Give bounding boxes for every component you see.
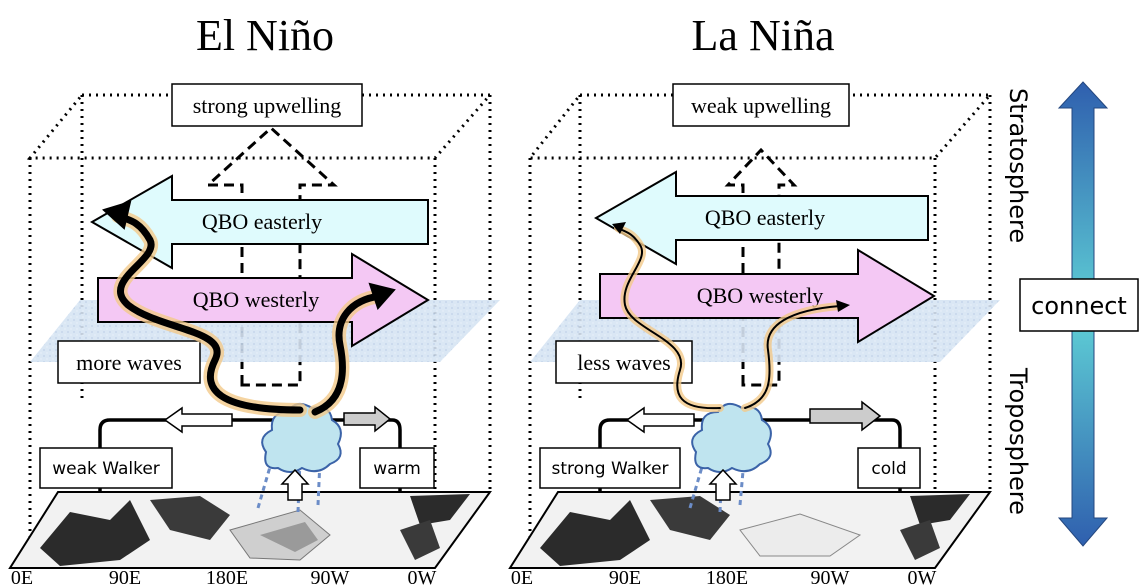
tick-label: 90W xyxy=(311,567,350,587)
tick-label: 90E xyxy=(109,567,141,587)
wave-paths xyxy=(102,200,396,419)
waves-label: less waves xyxy=(577,350,670,375)
sst-box xyxy=(857,447,921,489)
qbo-westerly-label: QBO westerly xyxy=(193,287,319,312)
stratosphere-label: Stratosphere xyxy=(1004,88,1032,243)
panel-la-nina: La Niña weak upwelling QBO easterly QBO … xyxy=(508,11,1000,569)
connect-box xyxy=(1019,278,1139,332)
troposphere-label: Troposphere xyxy=(1004,367,1032,515)
sst-label: cold xyxy=(871,459,906,479)
walker-arrow-top-left xyxy=(163,406,233,434)
walker-box xyxy=(539,447,681,489)
walker-arrow-top-right xyxy=(343,405,392,433)
qbo-easterly-arrow xyxy=(89,174,429,270)
qbo-easterly-label: QBO easterly xyxy=(705,205,825,230)
wave-paths xyxy=(612,222,850,413)
convection-cloud xyxy=(688,402,772,513)
panel-el-nino: El Niño strong upwelling QBO easterly QB… xyxy=(8,11,500,569)
upwelling-arrow xyxy=(204,125,338,387)
axis-ticks-left: 0E 90E 180E 90W 0W xyxy=(11,567,437,587)
panel-title: El Niño xyxy=(196,11,334,60)
qbo-easterly-label: QBO easterly xyxy=(202,209,322,234)
connect-label: connect xyxy=(1031,292,1127,320)
waves-box xyxy=(57,340,201,384)
panel-title: La Niña xyxy=(692,11,835,60)
walker-arrow-top-right xyxy=(809,400,882,432)
walker-label: weak Walker xyxy=(52,459,160,479)
tick-label: 180E xyxy=(206,567,248,587)
tick-label: 0E xyxy=(511,567,533,587)
qbo-westerly-label: QBO westerly xyxy=(697,283,823,308)
tick-label: 0W xyxy=(908,567,937,587)
convection-cloud xyxy=(256,402,342,513)
upwelling-box xyxy=(672,83,850,127)
axis-ticks-right: 0E 90E 180E 90W 0W xyxy=(511,567,937,587)
sst-label: warm xyxy=(373,459,421,479)
tick-label: 0E xyxy=(11,567,33,587)
qbo-westerly-arrow xyxy=(97,252,430,348)
walker-box xyxy=(39,447,173,489)
tick-label: 90E xyxy=(609,567,641,587)
tick-label: 180E xyxy=(706,567,748,587)
ocean-map xyxy=(508,491,992,569)
upwelling-label: strong upwelling xyxy=(193,93,342,118)
walker-arrow-top-left xyxy=(625,406,695,434)
upwelling-label: weak upwelling xyxy=(691,93,831,118)
side-legend: Stratosphere Troposphere connect xyxy=(1004,81,1139,547)
dotted-box xyxy=(26,93,494,568)
upwelling-box xyxy=(171,83,363,127)
sst-box xyxy=(359,447,435,489)
ocean-map xyxy=(8,491,492,569)
tick-label: 90W xyxy=(811,567,850,587)
walker-label: strong Walker xyxy=(551,459,668,479)
dotted-box xyxy=(526,93,994,568)
tick-label: 0W xyxy=(408,567,437,587)
waves-label: more waves xyxy=(76,350,182,375)
qbo-westerly-arrow xyxy=(599,248,936,344)
